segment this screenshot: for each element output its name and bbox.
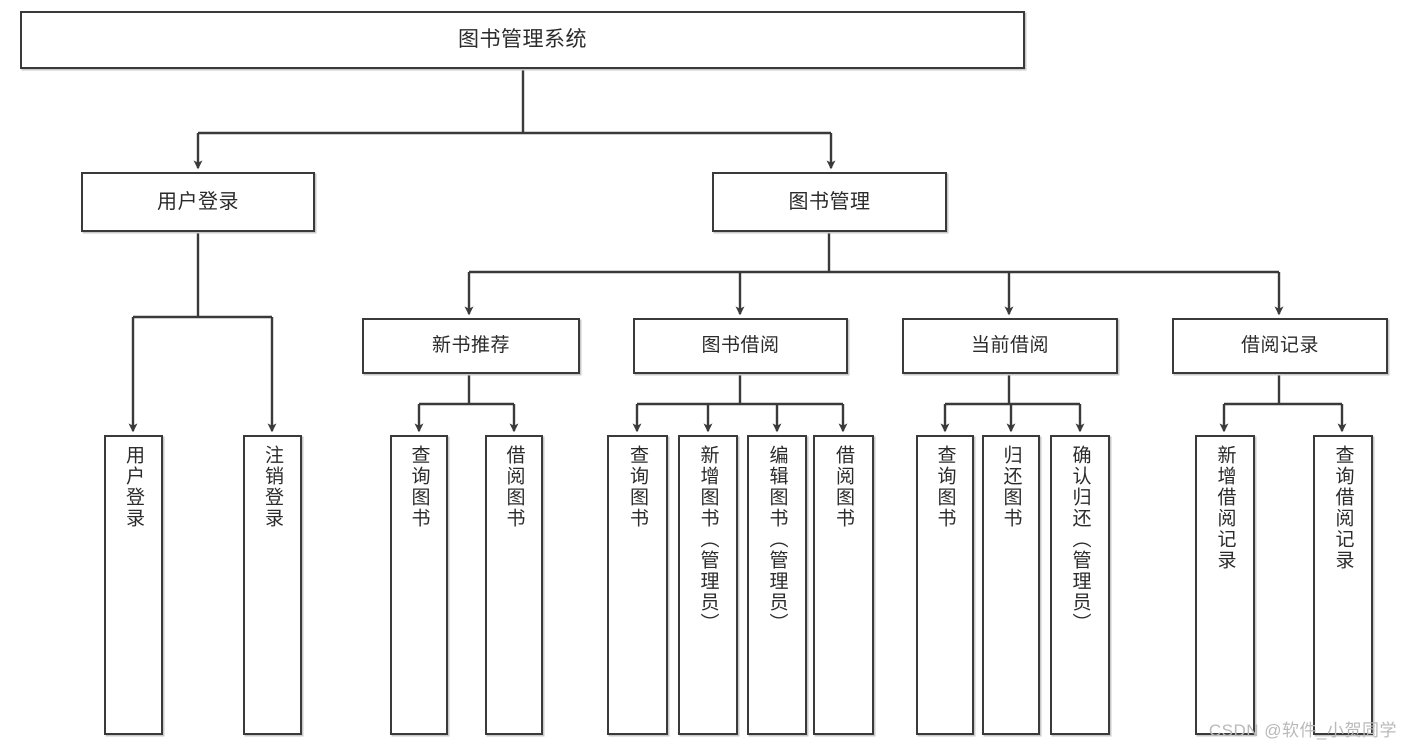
node-label: 借阅记录	[1240, 335, 1319, 357]
node-root-book-management-system[interactable]: 图书管理系统	[20, 11, 1025, 69]
node-leaf-newbook-borrow-book[interactable]: 借阅图书	[485, 435, 543, 735]
node-label: 当前借阅	[970, 335, 1049, 357]
node-label: 图书管理	[788, 190, 871, 213]
node-label: 新增图书（管理员）	[697, 445, 719, 634]
node-label: 图书借阅	[701, 335, 780, 357]
node-label: 查询图书	[627, 445, 648, 529]
node-label: 新书推荐	[431, 335, 510, 357]
node-label: 查询图书	[408, 445, 430, 529]
node-leaf-bookborrow-query-book[interactable]: 查询图书	[607, 435, 668, 735]
node-label: 查询图书	[934, 445, 956, 529]
node-label: 借阅图书	[833, 445, 854, 529]
node-leaf-newbook-query-book[interactable]: 查询图书	[390, 435, 448, 735]
node-leaf-currentborrow-query-book[interactable]: 查询图书	[916, 435, 974, 735]
csdn-watermark: CSDN @软件_小贺同学	[1208, 721, 1397, 740]
node-label: 用户登录	[123, 445, 144, 529]
node-label: 新增借阅记录	[1214, 445, 1236, 571]
node-label: 确认归还（管理员）	[1069, 445, 1091, 634]
node-leaf-currentborrow-confirm-return-admin[interactable]: 确认归还（管理员）	[1050, 435, 1110, 735]
node-label: 归还图书	[1000, 445, 1022, 529]
node-label: 图书管理系统	[458, 27, 587, 51]
node-label: 查询借阅记录	[1332, 445, 1354, 571]
node-label: 注销登录	[262, 445, 283, 529]
node-leaf-user-login[interactable]: 用户登录	[104, 435, 163, 735]
node-label: 借阅图书	[503, 445, 525, 529]
node-label: 编辑图书（管理员）	[766, 445, 788, 634]
node-current-borrow[interactable]: 当前借阅	[902, 318, 1118, 374]
node-label: 用户登录	[157, 190, 239, 213]
node-leaf-bookborrow-edit-book-admin[interactable]: 编辑图书（管理员）	[747, 435, 807, 735]
node-leaf-currentborrow-return-book[interactable]: 归还图书	[982, 435, 1040, 735]
node-leaf-bookborrow-add-book-admin[interactable]: 新增图书（管理员）	[678, 435, 738, 735]
node-leaf-bookborrow-borrow-book[interactable]: 借阅图书	[813, 435, 874, 735]
node-leaf-borrowrecord-add-record[interactable]: 新增借阅记录	[1195, 435, 1255, 735]
node-borrow-record[interactable]: 借阅记录	[1172, 318, 1388, 374]
node-new-book-recommend[interactable]: 新书推荐	[362, 318, 580, 374]
node-leaf-borrowrecord-query-record[interactable]: 查询借阅记录	[1313, 435, 1373, 735]
node-book-borrow[interactable]: 图书借阅	[633, 318, 848, 374]
node-leaf-logout[interactable]: 注销登录	[243, 435, 302, 735]
node-book-management[interactable]: 图书管理	[712, 172, 947, 232]
node-user-login[interactable]: 用户登录	[81, 172, 315, 232]
